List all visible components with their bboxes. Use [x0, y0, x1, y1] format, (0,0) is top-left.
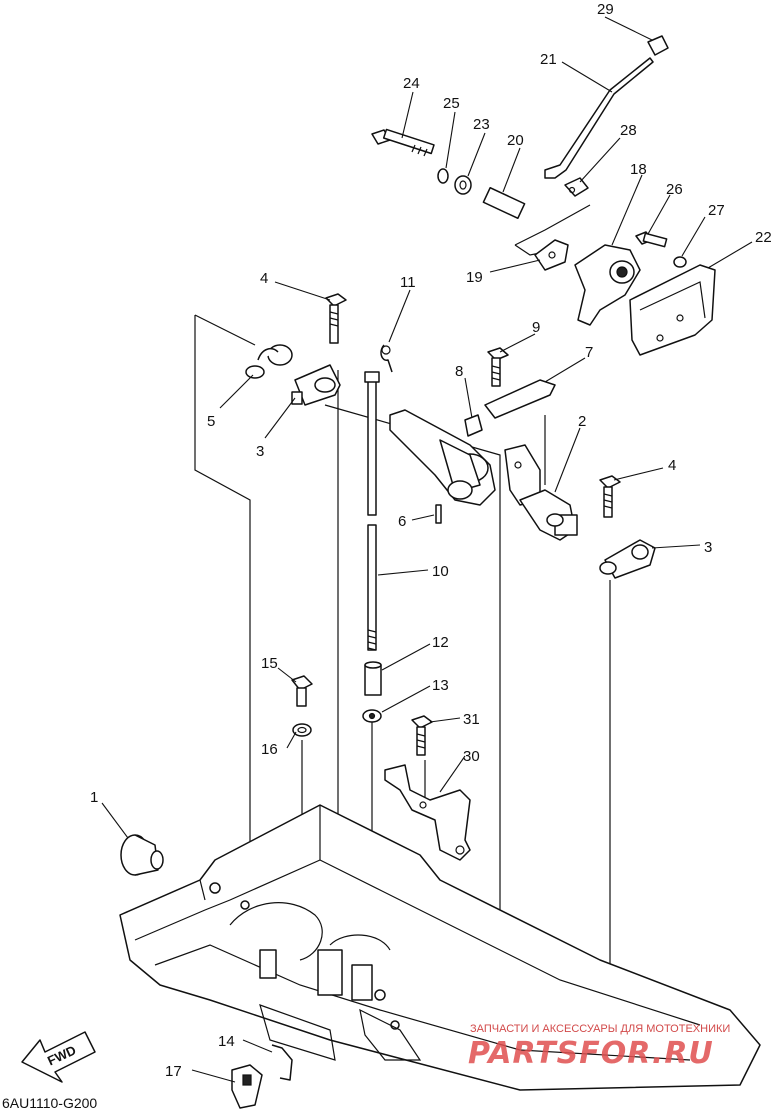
callout-30: 30	[463, 748, 480, 765]
callout-25: 25	[443, 95, 460, 112]
watermark-site: PARTSFOR.RU	[468, 1036, 714, 1071]
callout-23: 23	[473, 116, 490, 133]
part-31-bolt	[411, 715, 433, 756]
part-15-bolt	[291, 675, 313, 707]
part-5-bushing	[245, 344, 293, 379]
part-1-grommet	[120, 834, 164, 876]
part-23-washer	[454, 175, 472, 195]
callout-14: 14	[218, 1033, 235, 1050]
callout-28: 28	[620, 122, 637, 139]
part-3-lever-right	[599, 539, 656, 579]
part-8-clip	[464, 414, 483, 437]
part-19-cam	[534, 239, 569, 271]
callout-8: 8	[455, 363, 463, 380]
callout-15: 15	[261, 655, 278, 672]
callout-11: 11	[400, 274, 416, 291]
callout-4-right: 4	[668, 457, 676, 474]
part-9-bolt	[487, 347, 509, 387]
part-21-rod	[544, 57, 654, 179]
part-17-clamp	[231, 1064, 263, 1109]
lower-casing	[119, 804, 761, 1091]
part-29-cap	[647, 35, 669, 56]
part-25-washer	[437, 168, 449, 184]
callout-10: 10	[432, 563, 449, 580]
part-20-sleeve	[482, 186, 526, 220]
leader-lines	[101, 16, 753, 1083]
part-24-bolt	[371, 128, 435, 157]
callout-5: 5	[207, 413, 215, 430]
callout-6: 6	[398, 513, 406, 530]
callout-18: 18	[630, 161, 647, 178]
callout-20: 20	[507, 132, 524, 149]
part-22-bracket	[629, 264, 716, 356]
callout-9: 9	[532, 319, 540, 336]
part-4-bolt-right	[599, 475, 621, 518]
part-13-nut	[362, 709, 382, 723]
watermark: ЗАПЧАСТИ И АКСЕССУАРЫ ДЛЯ МОТОТЕХНИКИ PA…	[468, 1023, 730, 1071]
callout-13: 13	[432, 677, 449, 694]
callout-19: 19	[466, 269, 483, 286]
callout-26: 26	[666, 181, 683, 198]
callout-3-left: 3	[256, 443, 264, 460]
callout-31: 31	[463, 711, 480, 728]
callout-27: 27	[708, 202, 725, 219]
part-14-clip	[271, 1044, 293, 1081]
part-12-collar	[364, 661, 382, 696]
part-6-pin	[435, 504, 442, 524]
callout-24: 24	[403, 75, 420, 92]
callout-29: 29	[597, 1, 614, 18]
callout-16: 16	[261, 741, 278, 758]
watermark-tagline: ЗАПЧАСТИ И АКСЕССУАРЫ ДЛЯ МОТОТЕХНИКИ	[470, 1023, 730, 1035]
part-18-lever-housing	[574, 244, 641, 326]
part-30-bracket	[384, 764, 471, 861]
callout-12: 12	[432, 634, 449, 651]
part-2-shift-lever-assy	[389, 409, 578, 541]
callout-17: 17	[165, 1063, 182, 1080]
callout-3-right: 3	[704, 539, 712, 556]
part-28-joint	[564, 177, 589, 197]
callout-4-top: 4	[260, 270, 268, 287]
callout-numbers: 29 21 24 25 23 20 28 18 26 27 22 19 4 11…	[90, 1, 772, 1080]
part-16-washer	[292, 723, 312, 737]
part-10-shift-rod	[364, 371, 380, 651]
part-26-bolt	[635, 231, 668, 248]
callout-21: 21	[540, 51, 557, 68]
callout-2: 2	[578, 413, 586, 430]
diagram-code: 6AU1110-G200	[2, 1095, 98, 1111]
part-27-washer	[673, 256, 687, 268]
part-3-lever-left	[291, 364, 341, 406]
fwd-arrow-icon: FWD	[21, 1031, 96, 1083]
part-11-cotter-pin	[380, 344, 393, 373]
callout-22: 22	[755, 229, 772, 246]
callout-7: 7	[585, 344, 593, 361]
part-4-bolt-top	[325, 293, 347, 344]
callout-1: 1	[90, 789, 98, 806]
part-7-plate	[484, 379, 556, 419]
